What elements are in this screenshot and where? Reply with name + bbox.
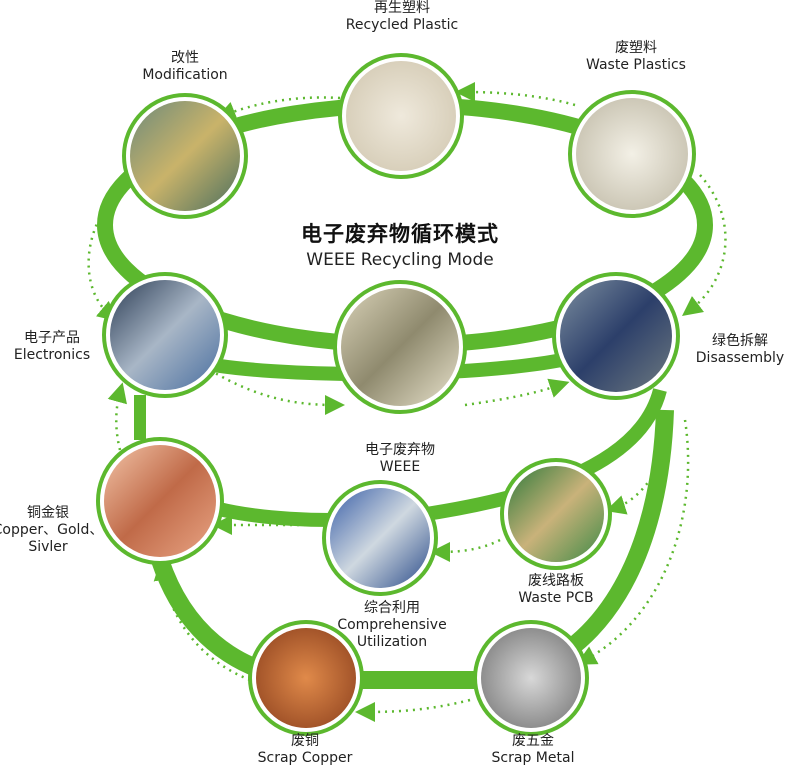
label-zh: 电子产品 — [24, 330, 80, 346]
label-en: Disassembly — [695, 350, 785, 366]
scrap-metal-image — [473, 620, 589, 736]
label-en-2: Sivler — [28, 539, 68, 555]
label-en: WEEE — [379, 459, 421, 475]
label-zh: 再生塑料 — [373, 0, 430, 16]
copper-gold-silver-image — [96, 437, 224, 565]
electronics-image — [102, 272, 228, 398]
label-en: Comprehensive — [337, 617, 447, 633]
label-en: Waste Plastics — [586, 57, 686, 73]
label-zh: 绿色拆解 — [711, 333, 768, 349]
label-zh: 综合利用 — [364, 600, 420, 616]
label-zh: 废五金 — [512, 733, 554, 749]
disassembly-image — [552, 272, 680, 400]
waste-plastics-image — [568, 90, 696, 218]
modification-image — [122, 93, 248, 219]
label-en: Waste PCB — [518, 590, 594, 606]
label-en: Recycled Plastic — [345, 17, 459, 33]
label-zh: 废塑料 — [614, 40, 657, 56]
label-en: Scrap Metal — [491, 750, 575, 766]
label-zh: 废铜 — [291, 733, 319, 749]
comprehensive-utilization-image — [322, 480, 438, 596]
label-en-2: Utilization — [356, 634, 428, 650]
diagram-title: 电子废弃物循环模式 WEEE Recycling Mode — [301, 218, 499, 270]
scrap-copper-image — [248, 620, 364, 736]
title-zh: 电子废弃物循环模式 — [301, 222, 499, 246]
weee-image — [333, 280, 467, 414]
label-zh: 电子废弃物 — [365, 442, 435, 458]
recycled-plastic-image — [338, 53, 464, 179]
title-en: WEEE Recycling Mode — [306, 250, 494, 270]
label-zh: 改性 — [171, 50, 199, 66]
label-en: Copper、Gold、 — [0, 522, 104, 538]
waste-pcb-image — [500, 458, 612, 570]
label-en: Scrap Copper — [257, 750, 353, 766]
label-zh: 废线路板 — [527, 573, 584, 589]
label-en: Modification — [142, 67, 228, 83]
label-en: Electronics — [13, 347, 91, 363]
label-zh: 铜金银 — [27, 505, 69, 521]
